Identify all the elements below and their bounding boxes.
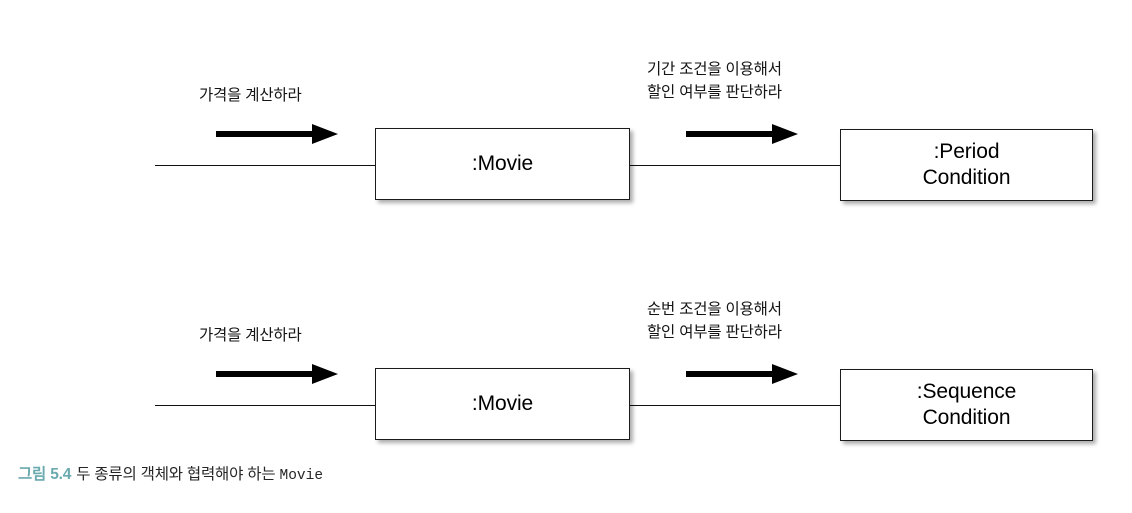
lifeline-left — [155, 405, 377, 406]
lifeline-middle — [628, 165, 842, 166]
object-label-period-condition: :Period Condition — [922, 140, 1011, 189]
message-label-calculate-price: 가격을 계산하라 — [199, 327, 302, 344]
message-label-sequence-condition: 순번 조건을 이용해서 할인 여부를 판단하라 — [647, 301, 782, 341]
object-box-movie: :Movie — [375, 368, 630, 440]
message-arrow-2 — [686, 360, 798, 388]
figure-caption-text: 두 종류의 객체와 협력해야 하는 — [76, 466, 280, 483]
lifeline-left — [155, 165, 377, 166]
object-label-sequence-condition: :Sequence Condition — [916, 380, 1017, 429]
figure-caption-code: Movie — [279, 468, 324, 484]
object-label-movie: :Movie — [471, 152, 534, 176]
message-arrow-1 — [216, 120, 338, 148]
lifeline-middle — [628, 405, 842, 406]
message-arrow-1 — [216, 360, 338, 388]
object-box-period-condition: :Period Condition — [840, 129, 1093, 201]
object-label-movie: :Movie — [471, 392, 534, 416]
message-label-calculate-price: 가격을 계산하라 — [199, 87, 302, 104]
object-box-movie: :Movie — [375, 128, 630, 200]
message-arrow-2 — [686, 120, 798, 148]
figure-number: 그림 5.4 — [18, 466, 72, 483]
message-label-period-condition: 기간 조건을 이용해서 할인 여부를 판단하라 — [647, 61, 782, 101]
object-box-sequence-condition: :Sequence Condition — [840, 369, 1093, 441]
